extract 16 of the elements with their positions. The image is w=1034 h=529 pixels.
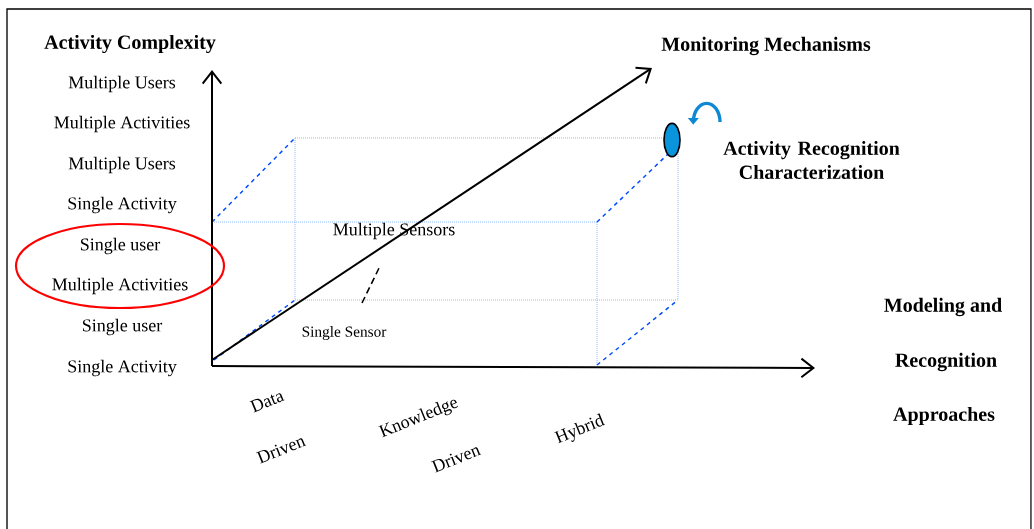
axis-title: Approaches bbox=[893, 406, 995, 426]
marker-ellipse bbox=[663, 122, 681, 158]
annotation: Activity Recognition Characterization bbox=[723, 141, 900, 180]
axis-label: Multiple Activities bbox=[54, 115, 190, 133]
axis-label: Driven bbox=[256, 438, 307, 464]
axis-title: Monitoring Mechanisms bbox=[661, 36, 871, 56]
axis-title: Recognition bbox=[895, 352, 997, 372]
axis-label: Driven bbox=[431, 447, 482, 473]
axis-label: Multiple Users bbox=[68, 156, 176, 174]
axis-label: Data bbox=[249, 393, 285, 413]
axis-title: Modeling and bbox=[884, 297, 1002, 317]
axis-label: Single Activity bbox=[68, 359, 177, 377]
axis-label: Hybrid bbox=[554, 413, 606, 444]
axis-title: Activity Complexity bbox=[44, 34, 216, 54]
axis-label: Multiple Users bbox=[68, 75, 176, 93]
axis-label: Single Sensor bbox=[302, 326, 387, 340]
